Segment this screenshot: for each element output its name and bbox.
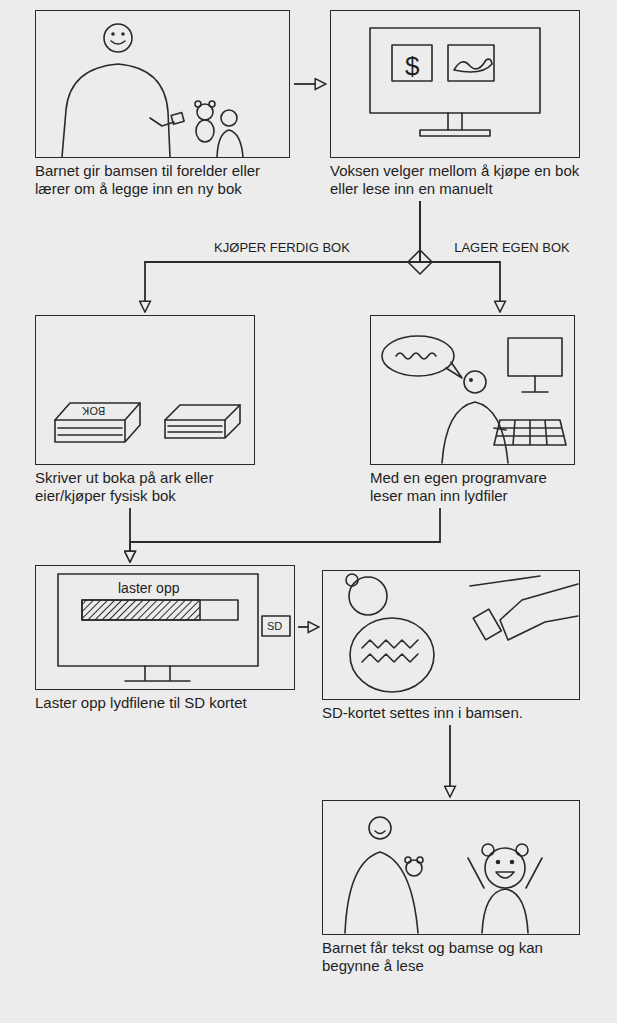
panel-caption: Laster opp lydfilene til SD kortet <box>35 694 295 712</box>
drawing-label: $ <box>405 52 419 81</box>
panel-caption: Skriver ut boka på ark eller eier/kjøper… <box>35 469 255 505</box>
flow-arrow <box>294 83 326 85</box>
sleeve-line <box>470 576 540 586</box>
keyboard <box>494 420 566 445</box>
teddy-head <box>485 848 525 888</box>
drawing-label: SD <box>267 620 282 632</box>
teddy-ear <box>346 574 358 586</box>
eye <box>122 33 124 35</box>
sd-slot <box>262 616 290 636</box>
panel-caption: Barnet gir bamsen til forelder eller lær… <box>35 162 290 198</box>
panel-caption: SD-kortet settes inn i bamsen. <box>322 704 580 722</box>
sound-wave <box>396 353 436 359</box>
buy-option <box>392 45 432 81</box>
book <box>165 405 240 438</box>
adult-body <box>62 64 170 157</box>
eye <box>511 861 514 864</box>
monitor-base <box>420 130 490 136</box>
teddy-body <box>350 618 434 692</box>
smile <box>375 831 385 834</box>
eye <box>112 33 114 35</box>
zipper <box>362 640 418 662</box>
teddy-ear <box>405 857 411 863</box>
teddy-body <box>482 889 528 933</box>
panel-frame <box>322 800 580 935</box>
storyboard-panel: Barnet får tekst og bamse og kan begynne… <box>322 800 580 975</box>
person-head <box>464 371 486 393</box>
child-head <box>221 110 237 126</box>
monitor <box>508 338 562 376</box>
flow-arrow <box>420 201 500 312</box>
panel-caption: Med en egen programvare leser man inn ly… <box>370 469 575 505</box>
panel-frame <box>370 315 575 465</box>
panel-caption: Barnet får tekst og bamse og kan begynne… <box>322 939 580 975</box>
teddy-ear <box>209 101 215 107</box>
smile <box>111 41 125 44</box>
book-stack <box>55 403 140 420</box>
panel-frame <box>35 315 255 465</box>
hand <box>500 584 578 640</box>
teddy-ear <box>516 844 528 856</box>
person-arm <box>494 428 506 430</box>
teddy-head <box>349 577 387 615</box>
storyboard-panel: Skriver ut boka på ark eller eier/kjøper… <box>35 315 255 505</box>
monitor <box>370 28 540 113</box>
storyboard-panel: Med en egen programvare leser man inn ly… <box>370 315 575 505</box>
book-stack <box>55 403 140 442</box>
drawing-label: laster opp <box>118 581 179 596</box>
speech-tail <box>446 362 462 378</box>
monitor-stand <box>125 666 190 681</box>
eye <box>497 861 500 864</box>
flow-arrow <box>298 626 319 628</box>
speech-bubble <box>382 336 454 376</box>
teddy-ear <box>482 844 494 856</box>
adult-head <box>369 817 391 839</box>
storyboard-panel: Barnet gir bamsen til forelder eller lær… <box>35 10 290 198</box>
panel-caption: Voksen velger mellom å kjøpe en bok elle… <box>330 162 580 198</box>
panel-frame <box>35 10 290 158</box>
flow-arrow <box>449 725 451 797</box>
smile <box>496 872 514 878</box>
branch-label: KJØPER FERDIG BOK <box>211 241 353 255</box>
teddy-arms <box>468 858 542 888</box>
sd-card <box>473 609 501 640</box>
teddy-ear <box>417 857 423 863</box>
storyboard-panel: Voksen velger mellom å kjøpe en bok elle… <box>330 10 580 198</box>
panel-frame <box>330 10 580 158</box>
monitor-stand <box>448 113 462 130</box>
flow-arrow <box>130 508 440 562</box>
adult-head <box>104 24 132 52</box>
monitor <box>58 574 258 666</box>
person-body <box>442 402 508 463</box>
teddy-ear <box>195 101 201 107</box>
record-option <box>448 45 494 81</box>
book <box>165 405 240 420</box>
flow-arrow <box>145 201 420 312</box>
progress-fill <box>82 600 200 620</box>
branch-label: LAGER EGEN BOK <box>451 241 573 255</box>
sd-card <box>171 113 184 125</box>
panel-frame <box>322 570 580 700</box>
drawing-label: BOK <box>82 405 105 417</box>
monitor-stand <box>522 376 548 392</box>
teddy-body <box>196 120 214 142</box>
child-body <box>217 130 243 157</box>
eye <box>470 379 472 381</box>
progress-bar <box>82 600 238 620</box>
adult-arm <box>150 118 174 126</box>
picture-squiggle <box>454 59 492 72</box>
storyboard-panel: SD-kortet settes inn i bamsen. <box>322 570 580 722</box>
